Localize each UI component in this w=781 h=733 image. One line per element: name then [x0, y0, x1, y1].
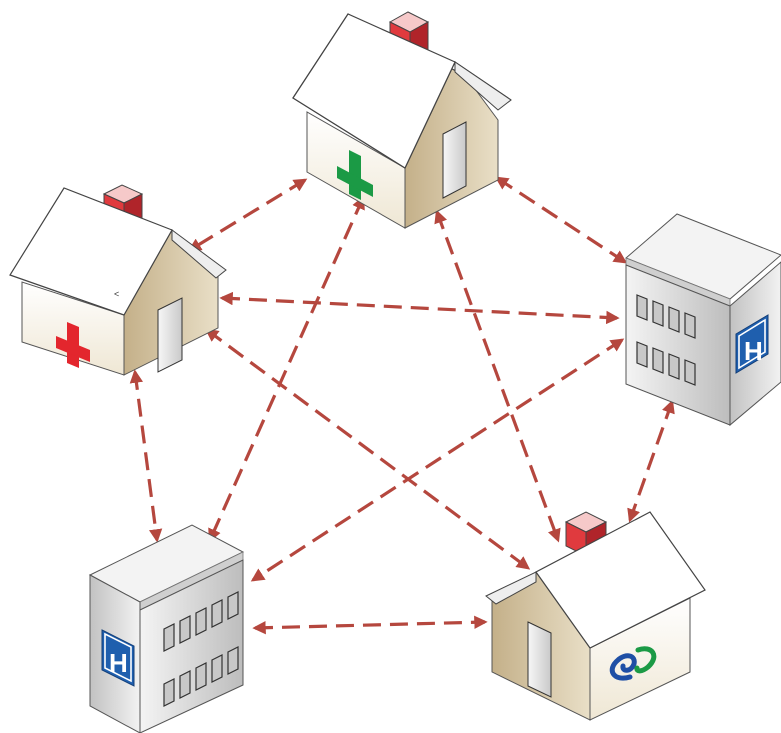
hospital-sign-label: H — [109, 648, 128, 678]
link-arrow-hospital-left-to-clinic-swirl-logo — [252, 615, 488, 635]
link-arrow-hospital-right-to-hospital-left — [250, 338, 625, 582]
hospital-left: H — [88, 524, 245, 733]
link-arrow-clinic-green-cross-to-clinic-red-cross — [187, 178, 308, 252]
link-arrow-clinic-green-cross-to-hospital-right — [494, 176, 628, 264]
green-cross-icon — [337, 150, 373, 200]
link-arrow-clinic-green-cross-to-clinic-swirl-logo — [434, 209, 561, 543]
link-arrow-clinic-red-cross-to-hospital-left — [129, 369, 163, 543]
clinic-red-cross: < — [9, 184, 227, 376]
hospital-sign-label: H — [744, 336, 763, 366]
red-cross-icon — [56, 322, 90, 368]
clinic-green-cross — [292, 11, 512, 229]
link-arrow-clinic-red-cross-to-hospital-right — [219, 291, 620, 325]
windows — [163, 591, 239, 707]
link-arrow-clinic-red-cross-to-clinic-swirl-logo — [204, 328, 531, 570]
windows — [636, 294, 696, 386]
hospital-h-sign-icon: H — [735, 314, 769, 374]
link-arrow-hospital-right-to-clinic-swirl-logo — [627, 399, 675, 523]
stray-mark: < — [114, 289, 119, 299]
connections — [129, 176, 675, 635]
clinic-swirl-logo — [485, 511, 706, 721]
link-arrow-clinic-green-cross-to-hospital-left — [208, 195, 365, 543]
swirl-logo-icon — [609, 646, 657, 681]
hospital-right: H — [625, 213, 781, 427]
hospital-h-sign-icon: H — [101, 629, 135, 687]
